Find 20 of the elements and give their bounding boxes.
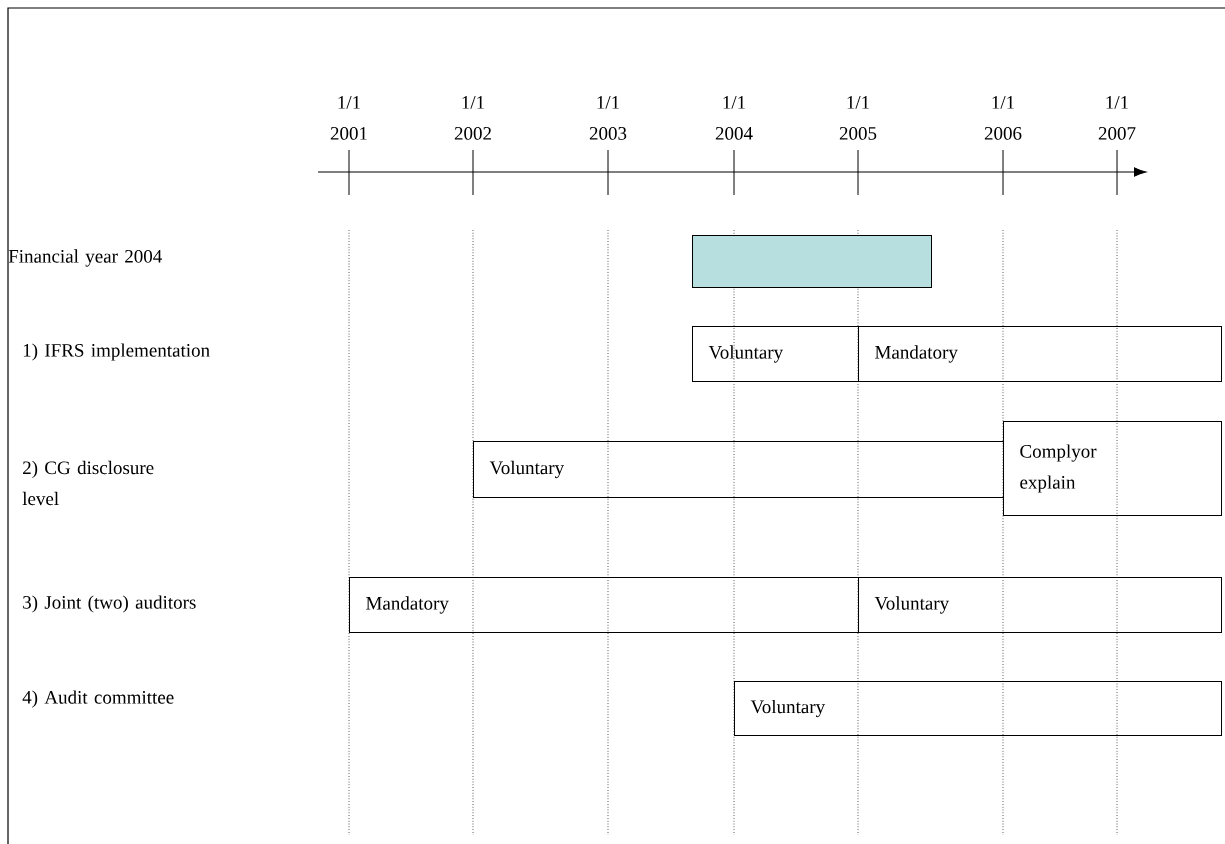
- period-box: Mandatory: [349, 577, 859, 633]
- date-label: 1/1 2003: [589, 96, 627, 140]
- row-label: 3) Joint (two) auditors: [23, 595, 196, 613]
- date-label: 1/1 2006: [984, 96, 1022, 140]
- row-label: 1) IFRS implementation: [23, 343, 210, 361]
- period-box: Mandatory: [858, 326, 1222, 382]
- row-label: 4) Audit committee: [22, 690, 174, 708]
- highlight-bar: [692, 235, 932, 288]
- period-box: Voluntary: [692, 326, 859, 382]
- date-label: 1/1 2007: [1098, 96, 1136, 140]
- period-box: Voluntary: [858, 577, 1222, 633]
- date-label: 1/1 2005: [839, 96, 877, 140]
- date-label: 1/1 2004: [715, 96, 753, 140]
- period-box: Voluntary: [734, 681, 1222, 736]
- row-label: 2) CG disclosure level: [22, 460, 154, 506]
- date-label: 1/1 2001: [330, 96, 367, 140]
- period-box: Complyor explain: [1003, 421, 1222, 516]
- period-box: Voluntary: [473, 441, 1004, 498]
- row-label: Financial year 2004: [8, 249, 162, 267]
- date-label: 1/1 2002: [454, 96, 491, 140]
